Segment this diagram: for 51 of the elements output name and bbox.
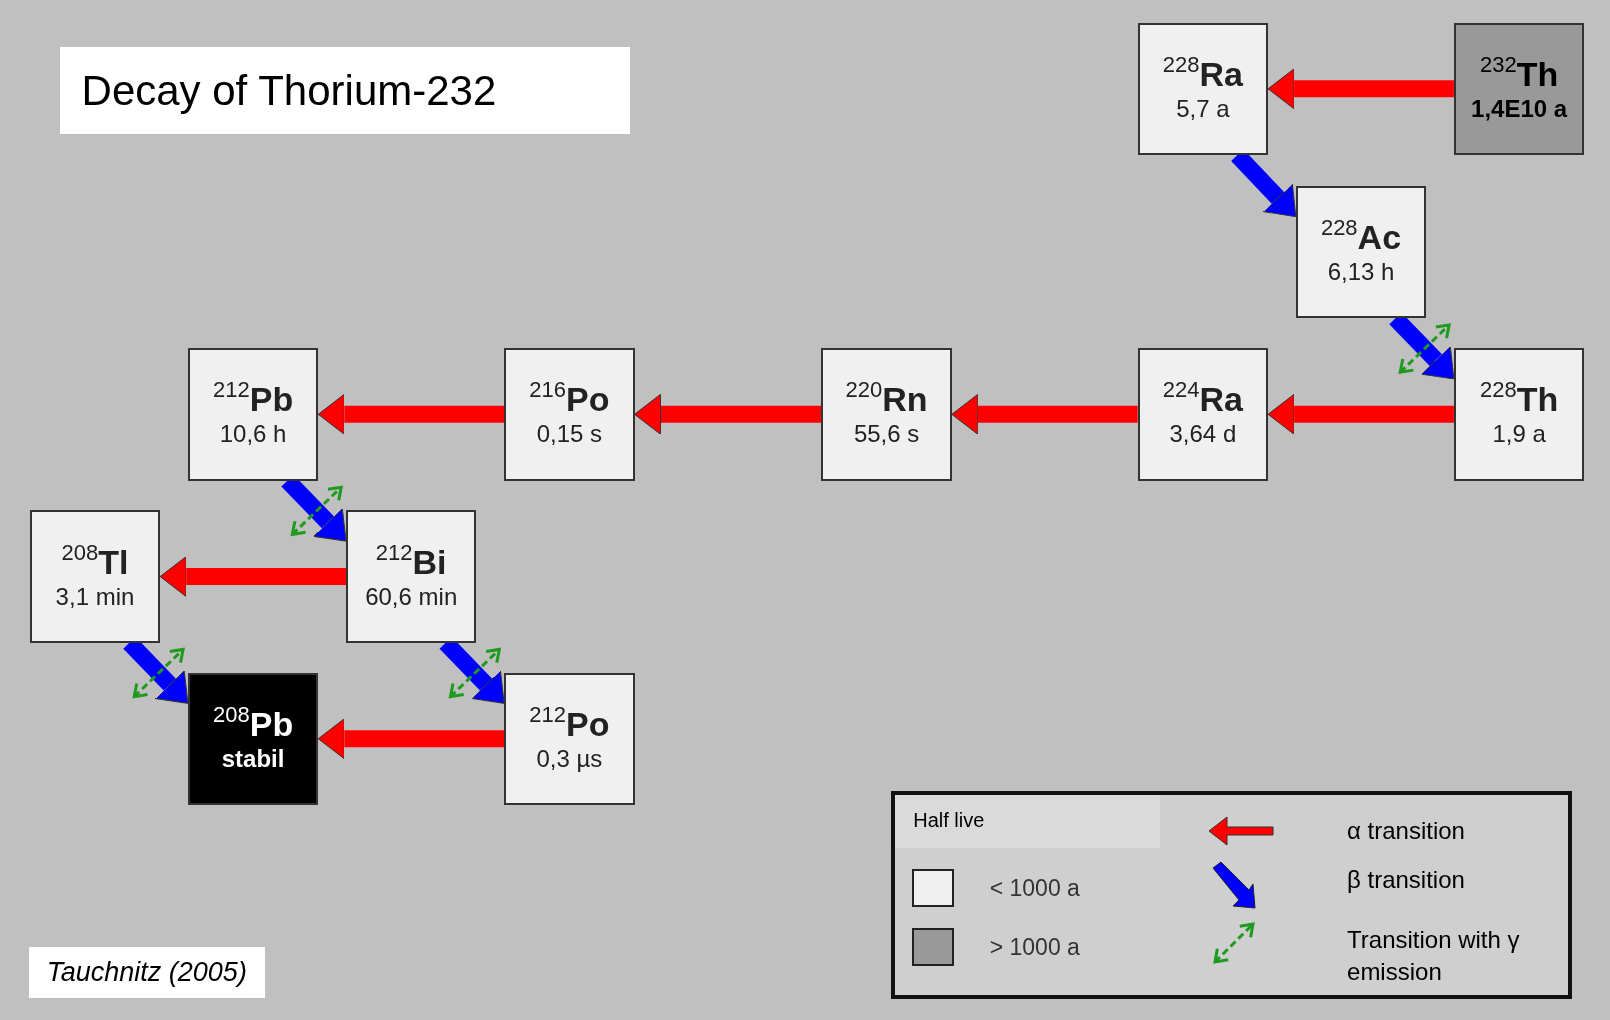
legend-heading: Half live	[895, 794, 1161, 848]
nuclide-box	[187, 348, 319, 481]
nuclide-symbol: $^{216}$Po	[529, 382, 610, 417]
nuclide-symbol: $^{224}$Ra	[1162, 382, 1243, 417]
nuclide-box	[1137, 348, 1269, 481]
nuclide-box	[1137, 22, 1269, 156]
nuclide-box	[1295, 185, 1427, 319]
nuclide-box	[504, 672, 635, 805]
half-life-text: 5,7 a	[1176, 96, 1230, 121]
title: Decay of Thorium-232	[59, 47, 631, 135]
alpha-decay-arrow	[159, 556, 347, 598]
nuclide-box	[504, 348, 635, 481]
legend-text: α transition	[1347, 816, 1466, 847]
nuclide-symbol: $^{228}$Th	[1480, 382, 1559, 417]
nuclide-box	[1453, 22, 1585, 156]
alpha-decay-arrow	[317, 393, 505, 435]
nuclide-symbol: $^{212}$Bi	[375, 544, 447, 579]
half-life-text: 3,64 d	[1169, 422, 1237, 447]
nuclide-symbol: $^{232}$Th	[1480, 56, 1559, 91]
nuclide-symbol: $^{220}$Rn	[845, 382, 928, 417]
alpha-decay-arrow	[951, 393, 1138, 435]
alpha-decay-arrow	[317, 718, 505, 760]
half-life-text: stabil	[221, 746, 285, 771]
half-life-text: 1,9 a	[1492, 422, 1546, 447]
half-life-text: 10,6 h	[219, 422, 287, 447]
legend-text: < 1000 a	[989, 874, 1080, 902]
caption: Tauchnitz (2005)	[28, 946, 265, 998]
alpha-decay-arrow	[634, 393, 822, 435]
nuclide-box	[346, 510, 477, 643]
half-life-text: 3,1 min	[55, 584, 135, 609]
nuclide-box	[29, 510, 161, 643]
nuclide-box	[187, 672, 319, 805]
half-life-text: 55,6 s	[853, 422, 920, 447]
nuclide-box	[821, 348, 952, 481]
nuclide-symbol: $^{208}$Pb	[213, 706, 294, 741]
legend-text: β transition	[1347, 865, 1466, 896]
nuclide-box	[1453, 348, 1585, 481]
alpha-decay-arrow	[1267, 393, 1454, 435]
legend-text: Transition with γ emission	[1347, 924, 1521, 988]
legend-text: > 1000 a	[989, 934, 1080, 962]
nuclide-symbol: $^{208}$Tl	[61, 544, 129, 579]
nuclide-symbol: $^{228}$Ac	[1320, 220, 1402, 255]
half-life-text: 0,3 µs	[536, 746, 603, 771]
nuclide-symbol: $^{212}$Pb	[213, 382, 294, 417]
alpha-decay-arrow	[1267, 68, 1454, 110]
nuclide-symbol: $^{212}$Po	[529, 706, 610, 741]
half-life-text: 6,13 h	[1327, 260, 1395, 285]
half-life-text: 60,6 min	[365, 584, 458, 609]
nuclide-symbol: $^{228}$Ra	[1162, 56, 1243, 91]
half-life-text: 0,15 s	[536, 422, 603, 447]
half-life-text: 1,4E10 a	[1471, 96, 1568, 121]
